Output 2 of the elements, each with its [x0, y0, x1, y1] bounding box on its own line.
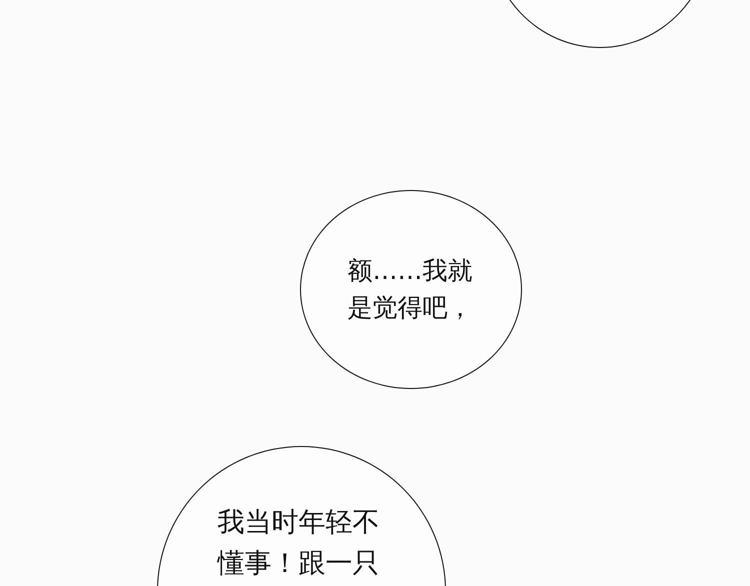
- dialogue-text: 额……我就是觉得吧，: [348, 255, 474, 324]
- dialogue-text: 我当时年轻不懂事！跟一只: [218, 506, 380, 580]
